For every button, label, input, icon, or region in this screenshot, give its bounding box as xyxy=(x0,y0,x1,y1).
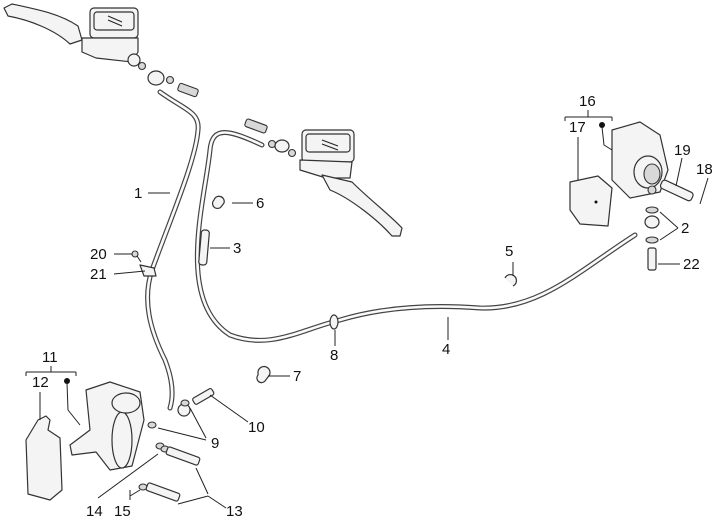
callout-16: 16 xyxy=(579,93,596,110)
callout-19: 19 xyxy=(674,142,691,159)
callout-17: 17 xyxy=(569,119,586,136)
callout-18: 18 xyxy=(696,161,713,178)
leader-lines xyxy=(25,110,709,509)
callout-21: 21 xyxy=(90,266,107,283)
hose-clamp-6-shape xyxy=(211,195,225,210)
callout-22: 22 xyxy=(683,256,700,273)
grommet-8-shape xyxy=(329,314,339,330)
callout-4: 4 xyxy=(442,341,451,358)
clip-5-shape xyxy=(504,274,517,287)
screw-20-shape xyxy=(131,250,142,263)
front-caliper xyxy=(25,381,215,502)
callout-13: 13 xyxy=(226,503,243,520)
bracket-21-shape xyxy=(139,264,157,277)
callout-6: 6 xyxy=(256,195,265,212)
callout-8: 8 xyxy=(330,347,339,364)
callout-5: 5 xyxy=(505,243,514,260)
callout-3: 3 xyxy=(233,240,242,257)
callout-20: 20 xyxy=(90,246,107,263)
callout-9: 9 xyxy=(211,435,220,452)
clamp-7-shape xyxy=(256,366,271,384)
rear-caliper xyxy=(569,121,694,271)
callout-15: 15 xyxy=(114,503,131,520)
rear-master-cylinder xyxy=(244,118,403,237)
callout-1: 1 xyxy=(134,185,143,202)
callout-11: 11 xyxy=(42,349,58,366)
callout-12: 12 xyxy=(32,374,49,391)
front-master-cylinder xyxy=(3,3,199,98)
hose-sleeve-3-shape xyxy=(198,229,210,266)
callout-10: 10 xyxy=(248,419,265,436)
rear-brake-hose xyxy=(194,130,638,343)
callout-14: 14 xyxy=(86,503,103,520)
callout-7: 7 xyxy=(293,368,302,385)
callout-2: 2 xyxy=(681,220,690,237)
front-brake-hose xyxy=(145,89,201,411)
